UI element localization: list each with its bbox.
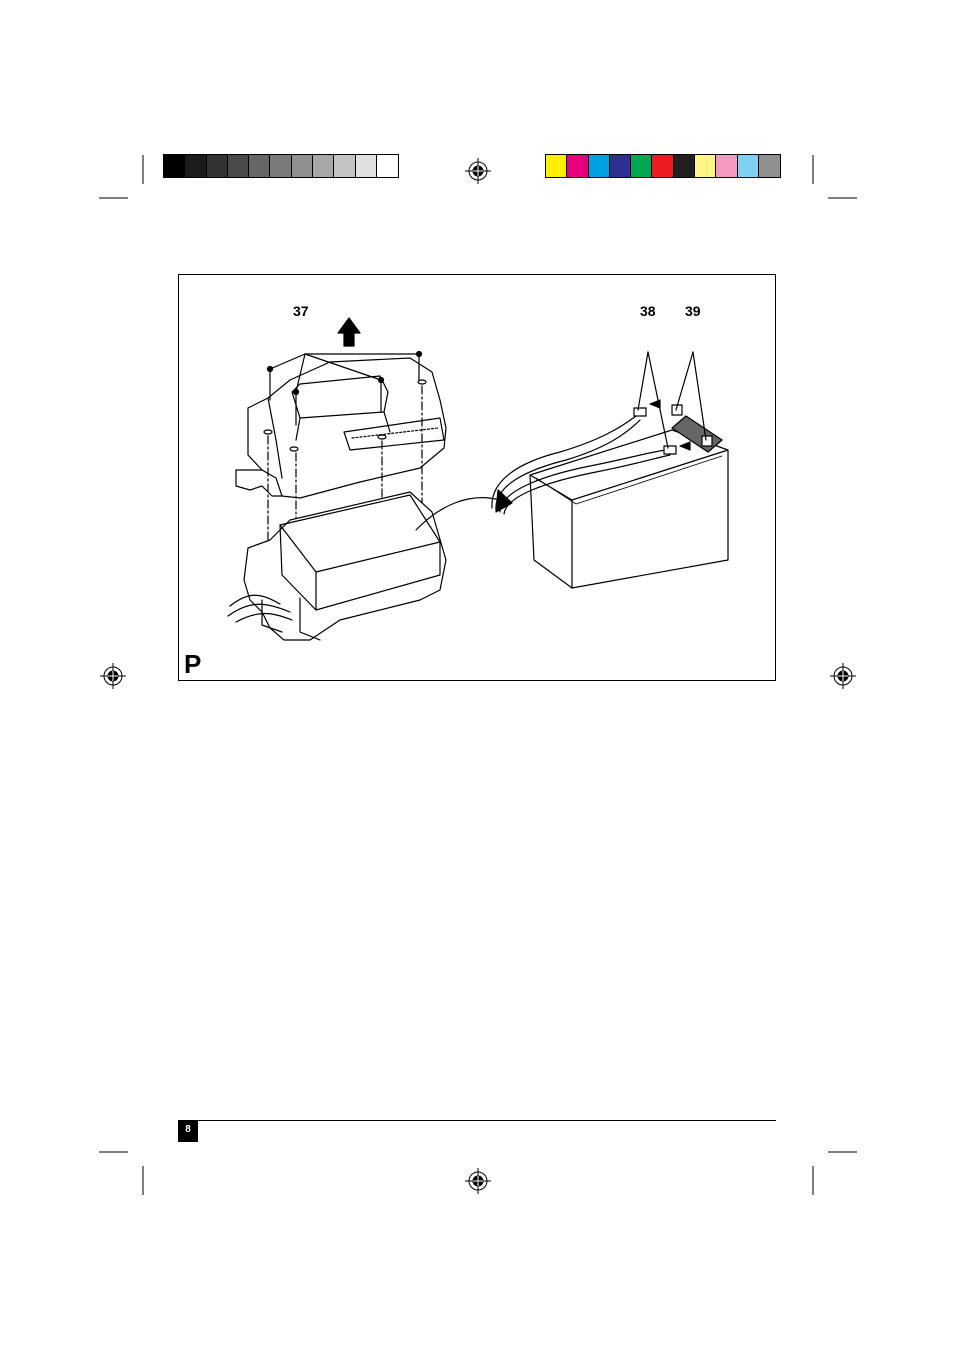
callout-screws: 37 — [293, 303, 309, 319]
footer-rule — [178, 1120, 776, 1121]
callout-connector-a: 38 — [640, 303, 656, 319]
callout-connector-b: 39 — [685, 303, 701, 319]
lift-up-arrow-icon — [338, 318, 360, 346]
page-number: 8 — [178, 1120, 198, 1142]
figure-label: P — [184, 649, 201, 680]
